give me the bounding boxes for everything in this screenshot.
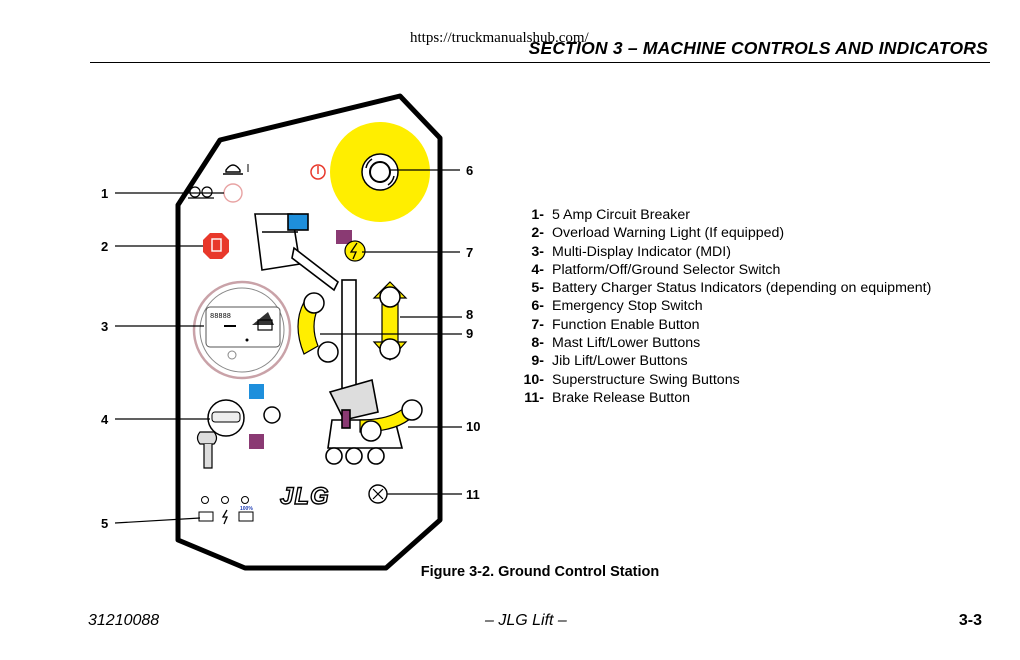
section-title: SECTION 3 – MACHINE CONTROLS AND INDICAT… bbox=[528, 38, 988, 58]
legend-item: 10- Superstructure Swing Buttons bbox=[514, 371, 931, 389]
platform-indicator bbox=[249, 384, 264, 399]
legend-label: Overload Warning Light (If equipped) bbox=[552, 225, 785, 242]
mdi-battery-icon bbox=[257, 319, 273, 331]
footer-title: – JLG Lift – bbox=[485, 612, 567, 629]
ground-indicator bbox=[249, 434, 264, 449]
legend-item: 2- Overload Warning Light (If equipped) bbox=[514, 224, 931, 242]
mast-lower-button bbox=[379, 338, 401, 360]
callout-8: 8 bbox=[466, 307, 473, 322]
off-indicator bbox=[263, 406, 281, 424]
battery-fault-icon bbox=[198, 511, 214, 522]
callout-lines bbox=[114, 169, 462, 524]
callout-1: 1 bbox=[101, 186, 108, 201]
legend-number: 2- bbox=[531, 225, 544, 242]
legend-label: Superstructure Swing Buttons bbox=[552, 371, 740, 388]
legend-item: 9- Jib Lift/Lower Buttons bbox=[514, 352, 931, 370]
legend-item: 7- Function Enable Button bbox=[514, 316, 931, 334]
legend-item: 1- 5 Amp Circuit Breaker bbox=[514, 206, 931, 224]
legend-number: 11- bbox=[524, 389, 544, 406]
legend-number: 7- bbox=[531, 316, 544, 333]
breaker-icon bbox=[188, 186, 214, 199]
legend-label: Function Enable Button bbox=[552, 316, 700, 333]
charging-bolt-icon bbox=[221, 509, 228, 525]
source-url: https://truckmanualshub.com/ bbox=[410, 30, 589, 46]
legend-item: 4- Platform/Off/Ground Selector Switch bbox=[514, 261, 931, 279]
legend-number: 6- bbox=[531, 298, 544, 315]
legend-item: 5- Battery Charger Status Indicators (dep… bbox=[514, 279, 931, 297]
circuit-breaker bbox=[223, 183, 243, 203]
legend-item: 8- Mast Lift/Lower Buttons bbox=[514, 334, 931, 352]
legend-label: Platform/Off/Ground Selector Switch bbox=[552, 261, 781, 278]
power-icon bbox=[310, 164, 326, 180]
callout-4: 4 bbox=[101, 412, 109, 427]
superstructure-swing-buttons bbox=[359, 399, 423, 442]
horn-icon bbox=[223, 164, 249, 175]
callout-2: 2 bbox=[101, 239, 108, 254]
legend-number: 9- bbox=[531, 353, 544, 370]
brake-release-button bbox=[368, 484, 388, 504]
mdi-readout: 88888 bbox=[210, 313, 231, 321]
legend-label: Emergency Stop Switch bbox=[552, 298, 703, 315]
legend-number: 5- bbox=[531, 280, 544, 297]
callout-11: 11 bbox=[466, 487, 480, 502]
callout-10: 10 bbox=[466, 419, 480, 434]
legend-number: 4- bbox=[531, 261, 544, 278]
legend-item: 3- Multi-Display Indicator (MDI) bbox=[514, 243, 931, 261]
legend-number: 3- bbox=[531, 243, 544, 260]
document-number: 31210088 bbox=[88, 612, 160, 629]
page-number: 3-3 bbox=[958, 612, 982, 629]
swing-right-button bbox=[401, 399, 423, 421]
overload-warning-light bbox=[203, 233, 229, 259]
jib-lower-button bbox=[317, 341, 339, 363]
figure-caption: Figure 3-2. Ground Control Station bbox=[420, 564, 660, 580]
mast-lift-button bbox=[379, 286, 401, 308]
legend-label: Jib Lift/Lower Buttons bbox=[552, 353, 688, 370]
svg-text:JLG: JLG bbox=[280, 483, 330, 510]
legend-item: 11- Brake Release Button bbox=[514, 389, 931, 407]
callout-9: 9 bbox=[466, 326, 473, 341]
legend-label: 5 Amp Circuit Breaker bbox=[552, 207, 690, 223]
legend-label: Mast Lift/Lower Buttons bbox=[552, 335, 701, 352]
legend-label: Battery Charger Status Indicators (depen… bbox=[552, 280, 932, 297]
callout-5: 5 bbox=[101, 516, 108, 531]
jlg-logo: JLG bbox=[279, 482, 330, 510]
legend-item: 6- Emergency Stop Switch bbox=[514, 297, 931, 315]
multi-display-indicator: 88888 bbox=[192, 280, 292, 380]
swing-left-button bbox=[360, 420, 382, 442]
callout-7: 7 bbox=[466, 245, 473, 260]
legend-label: Multi-Display Indicator (MDI) bbox=[552, 243, 731, 260]
emergency-stop-switch bbox=[330, 122, 430, 222]
charger-status-indicators: 100% bbox=[198, 496, 254, 525]
legend-number: 1- bbox=[531, 207, 544, 223]
header-rule bbox=[90, 62, 990, 63]
key-selector-switch bbox=[196, 399, 245, 469]
jib-lift-button bbox=[303, 292, 325, 314]
callout-6: 6 bbox=[466, 163, 473, 178]
component-legend: 1- 5 Amp Circuit Breaker 2- Overload Warni… bbox=[514, 206, 931, 407]
mast-lift-lower-buttons bbox=[372, 281, 408, 361]
function-enable-button bbox=[336, 230, 366, 262]
jib-lift-lower-buttons bbox=[297, 292, 339, 363]
battery-full-icon bbox=[238, 511, 254, 522]
charger-full-label: 100% bbox=[240, 506, 253, 512]
legend-number: 10- bbox=[523, 371, 544, 388]
callout-3: 3 bbox=[101, 319, 108, 334]
legend-number: 8- bbox=[531, 335, 544, 352]
legend-label: Brake Release Button bbox=[552, 389, 691, 406]
